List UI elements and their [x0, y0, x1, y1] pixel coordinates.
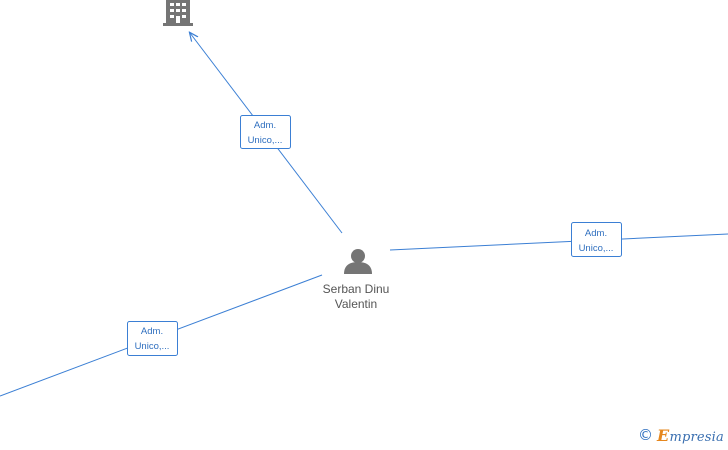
person-icon [344, 249, 372, 274]
brand-name: mpresia [669, 430, 724, 445]
relation-label-top[interactable]: Adm. Unico,... [240, 115, 291, 149]
relation-label-line1: Adm. [141, 326, 163, 337]
relation-label-line2: Unico,... [579, 243, 614, 254]
empresia-watermark: © Empresia [638, 426, 724, 445]
relation-label-right[interactable]: Adm. Unico,... [571, 222, 622, 257]
edge-to-right [389, 233, 728, 251]
relation-label-left[interactable]: Adm. Unico,... [127, 321, 178, 356]
company-node[interactable] [163, 0, 193, 26]
person-name-line1: Serban Dinu [323, 282, 390, 296]
person-node[interactable]: Serban Dinu Valentin [323, 249, 390, 311]
relation-label-line2: Unico,... [248, 135, 283, 146]
brand-initial: E [657, 426, 670, 445]
relation-label-line1: Adm. [585, 228, 607, 239]
brand-logo: Empresia [657, 426, 724, 445]
relation-label-line2: Unico,... [135, 341, 170, 352]
copyright-symbol: © [638, 426, 654, 444]
relation-label-line1: Adm. [254, 120, 276, 131]
building-icon [163, 0, 193, 26]
person-name-line2: Valentin [335, 297, 377, 311]
